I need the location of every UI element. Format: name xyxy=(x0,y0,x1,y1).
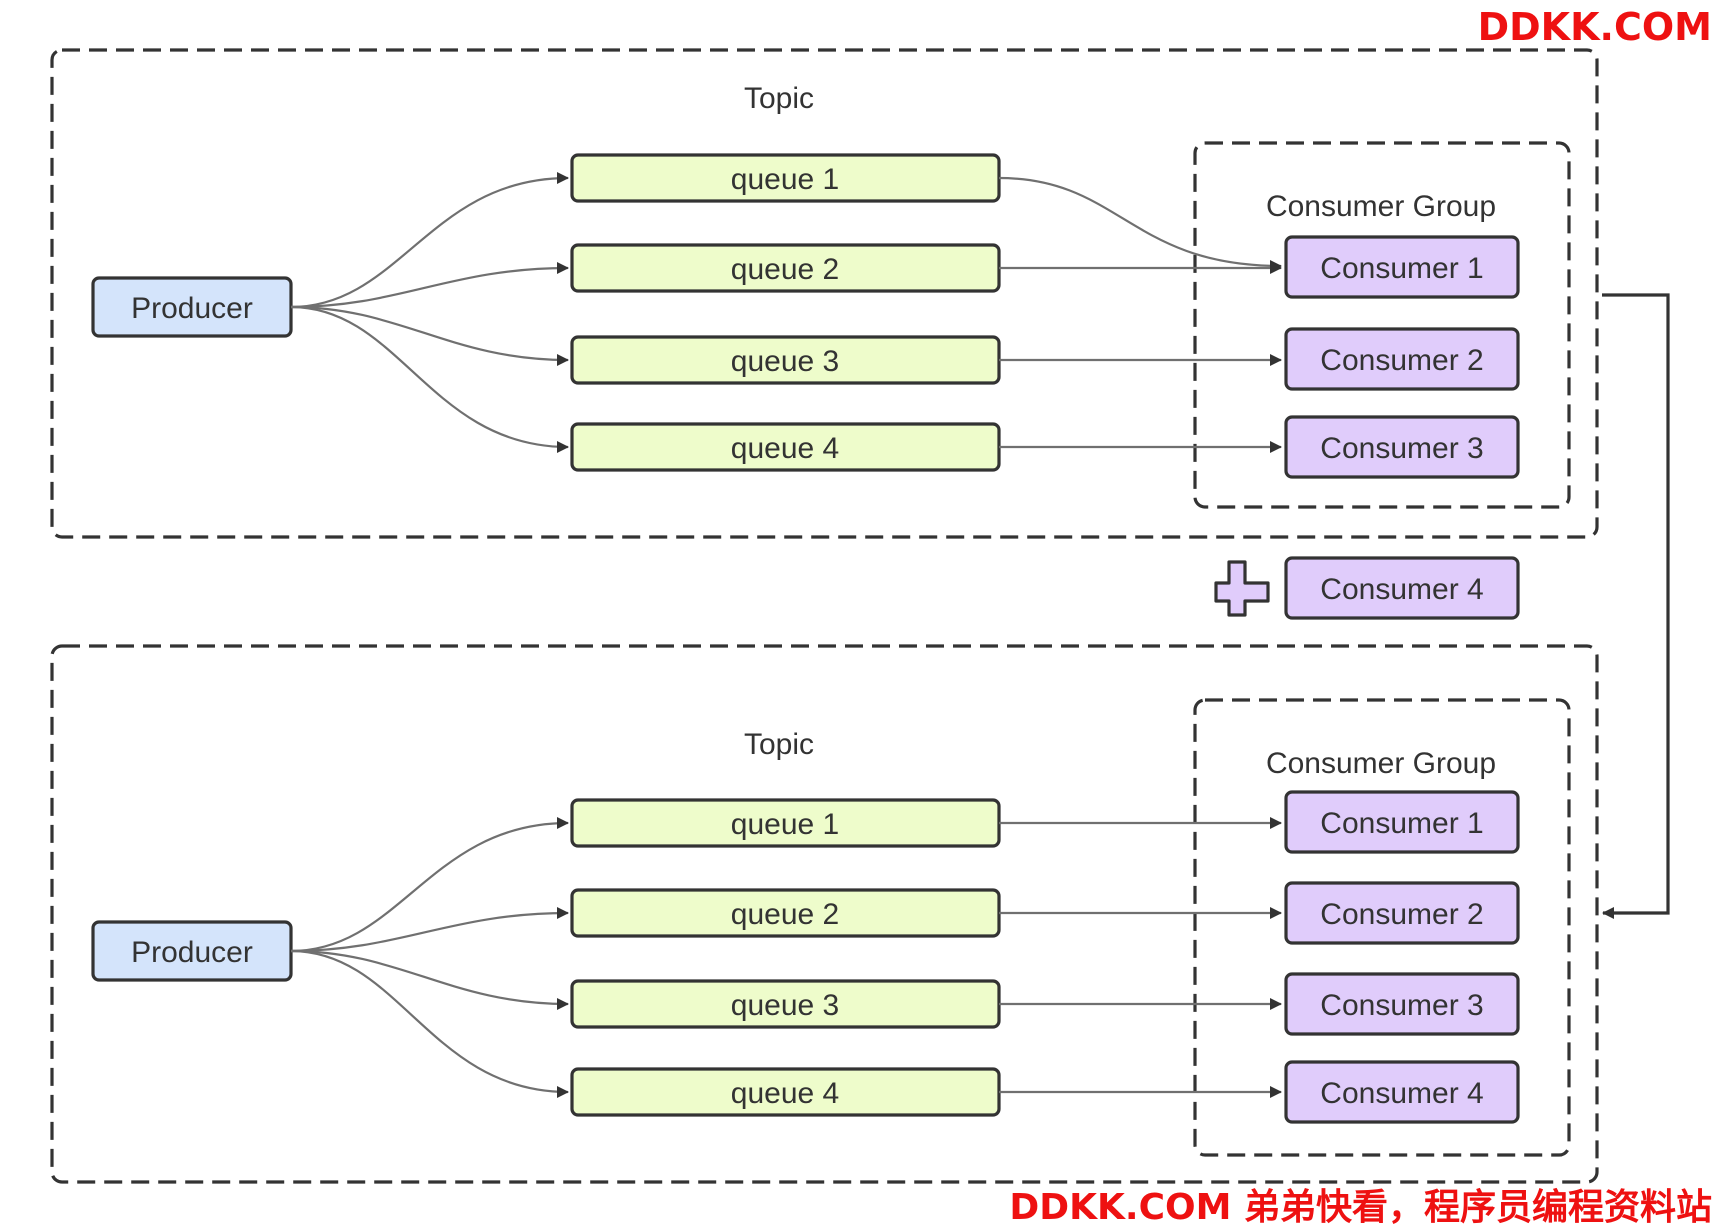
after-section: Topic Consumer Group Producer queue 1 qu… xyxy=(50,644,1599,1184)
svg-text:Producer: Producer xyxy=(131,936,253,969)
watermark-bottom: DDKK.COM 弟弟快看，程序员编程资料站 xyxy=(1009,1187,1712,1226)
svg-text:Consumer 3: Consumer 3 xyxy=(1320,989,1483,1022)
svg-text:Consumer 1: Consumer 1 xyxy=(1320,807,1483,840)
before-section: Topic Consumer Group Producer queue 1 qu… xyxy=(50,48,1599,539)
svg-text:Consumer 2: Consumer 2 xyxy=(1320,344,1483,377)
producer-to-queue-1-before xyxy=(290,172,569,309)
consumer-3-before: Consumer 3 xyxy=(1284,415,1520,479)
producer-to-queue-1-after xyxy=(290,817,569,953)
svg-text:Consumer 4: Consumer 4 xyxy=(1320,1077,1483,1110)
consumer-group-boundary-before xyxy=(1193,141,1571,509)
producer-to-queue-4-before xyxy=(290,305,569,453)
queue-2-after: queue 2 xyxy=(570,888,1001,938)
watermark-top: DDKK.COM xyxy=(1478,5,1712,49)
queue-3-before: queue 3 xyxy=(570,335,1001,385)
queue-1-before: queue 1 xyxy=(570,153,1001,203)
svg-text:Consumer 4: Consumer 4 xyxy=(1320,573,1483,606)
queue-1-to-consumer-1-before xyxy=(998,176,1282,272)
consumer-4-after: Consumer 4 xyxy=(1284,1060,1520,1124)
producer-to-queue-3-after xyxy=(290,949,569,1010)
consumer-1-before: Consumer 1 xyxy=(1284,235,1520,299)
svg-text:Consumer 1: Consumer 1 xyxy=(1320,252,1483,285)
svg-text:Producer: Producer xyxy=(131,292,253,325)
producer-box-after: Producer xyxy=(91,920,293,982)
consumer-group-label-before: Consumer Group xyxy=(1266,190,1496,223)
svg-text:queue 2: queue 2 xyxy=(731,898,839,931)
svg-text:queue 4: queue 4 xyxy=(731,1077,839,1110)
producer-to-queue-2-before xyxy=(290,262,569,309)
consumer-2-before: Consumer 2 xyxy=(1284,327,1520,391)
added-consumer-box: Consumer 4 xyxy=(1284,556,1520,620)
topic-label-after: Topic xyxy=(744,728,814,761)
queue-4-before: queue 4 xyxy=(570,422,1001,472)
consumer-3-after: Consumer 3 xyxy=(1284,972,1520,1036)
topic-label-before: Topic xyxy=(744,82,814,115)
svg-text:queue 1: queue 1 xyxy=(731,163,839,196)
consumer-group-label-after: Consumer Group xyxy=(1266,747,1496,780)
consumer-1-after: Consumer 1 xyxy=(1284,790,1520,854)
plus-icon xyxy=(1214,560,1270,617)
svg-text:queue 3: queue 3 xyxy=(731,989,839,1022)
consumer-group-boundary-after xyxy=(1193,698,1571,1157)
queue-2-before: queue 2 xyxy=(570,243,1001,293)
queue-4-after: queue 4 xyxy=(570,1067,1001,1117)
svg-text:Consumer 3: Consumer 3 xyxy=(1320,432,1483,465)
producer-to-queue-2-after xyxy=(290,907,569,953)
svg-text:queue 3: queue 3 xyxy=(731,345,839,378)
topic-boundary-before xyxy=(50,48,1599,539)
producer-to-queue-3-before xyxy=(290,305,569,366)
svg-text:queue 1: queue 1 xyxy=(731,808,839,841)
svg-text:queue 2: queue 2 xyxy=(731,253,839,286)
svg-text:queue 4: queue 4 xyxy=(731,432,839,465)
rebalance-arrow xyxy=(1602,293,1670,919)
queue-3-after: queue 3 xyxy=(570,979,1001,1029)
queue-1-after: queue 1 xyxy=(570,798,1001,848)
producer-to-queue-4-after xyxy=(290,949,569,1098)
topic-boundary-after xyxy=(50,644,1599,1184)
producer-box-before: Producer xyxy=(91,276,293,338)
consumer-2-after: Consumer 2 xyxy=(1284,881,1520,945)
svg-text:Consumer 2: Consumer 2 xyxy=(1320,898,1483,931)
